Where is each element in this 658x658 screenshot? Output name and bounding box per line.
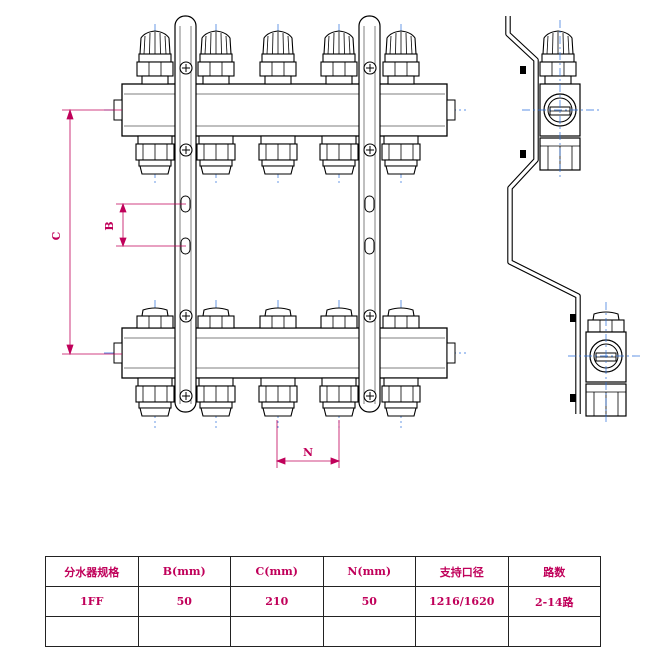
header-caliber: 支持口径 [415,556,509,587]
side-bottom-valve [568,302,640,424]
dimension-b [116,202,186,248]
outlet-fitting [381,135,421,175]
cell-b: 50 [137,586,231,617]
valve-knob [136,30,174,85]
left-bracket [174,15,197,413]
cell-n: 50 [322,586,416,617]
dimension-n-label: N [303,446,313,459]
table-row: 1FF 50 210 50 1216/1620 2-14路 [45,586,601,617]
outlet-fitting [258,377,298,417]
cell-empty [137,616,231,647]
outlet-fitting [135,377,175,417]
manifold-technical-drawing: C B N [50,15,640,468]
cell-empty [230,616,324,647]
outlet-fitting [135,135,175,175]
header-b: B(mm) [137,556,231,587]
outlet-fitting [258,135,298,175]
header-spec: 分水器规格 [45,556,139,587]
valve-knob [382,30,420,85]
outlet-fitting [196,135,236,175]
outlet-fitting [319,135,359,175]
dimension-b-label: B [103,221,116,230]
dimension-c-label: C [50,231,63,240]
inlet-stub [382,307,420,329]
inlet-stub [259,307,297,329]
cell-empty [322,616,416,647]
top-header-bar [121,83,448,137]
side-top-valve [520,20,600,178]
outlet-fitting [381,377,421,417]
side-view [505,16,640,424]
right-bracket [358,15,381,413]
inlet-stub [136,307,174,329]
front-view: C B N [50,15,466,468]
cell-model: 1FF [45,586,139,617]
cell-c: 210 [230,586,324,617]
header-n: N(mm) [322,556,416,587]
cell-ways: 2-14路 [507,586,601,617]
cell-empty [45,616,139,647]
dimension-n [275,420,341,468]
inlet-stub [197,307,235,329]
header-c: C(mm) [230,556,324,587]
valve-knob [197,30,235,85]
cell-empty [415,616,509,647]
cell-caliber: 1216/1620 [415,586,509,617]
spec-table-header: 分水器规格 B(mm) C(mm) N(mm) 支持口径 路数 [45,556,601,587]
valve-knob [259,30,297,85]
outlet-fitting [319,377,359,417]
bottom-header-bar [121,327,448,379]
spec-table: 分水器规格 B(mm) C(mm) N(mm) 支持口径 路数 1FF 50 2… [45,556,601,647]
outlet-fitting [196,377,236,417]
header-ways: 路数 [507,556,601,587]
cell-empty [507,616,601,647]
valve-knob [320,30,358,85]
table-row [45,616,601,647]
dimension-c [62,108,122,356]
inlet-stub [320,307,358,329]
